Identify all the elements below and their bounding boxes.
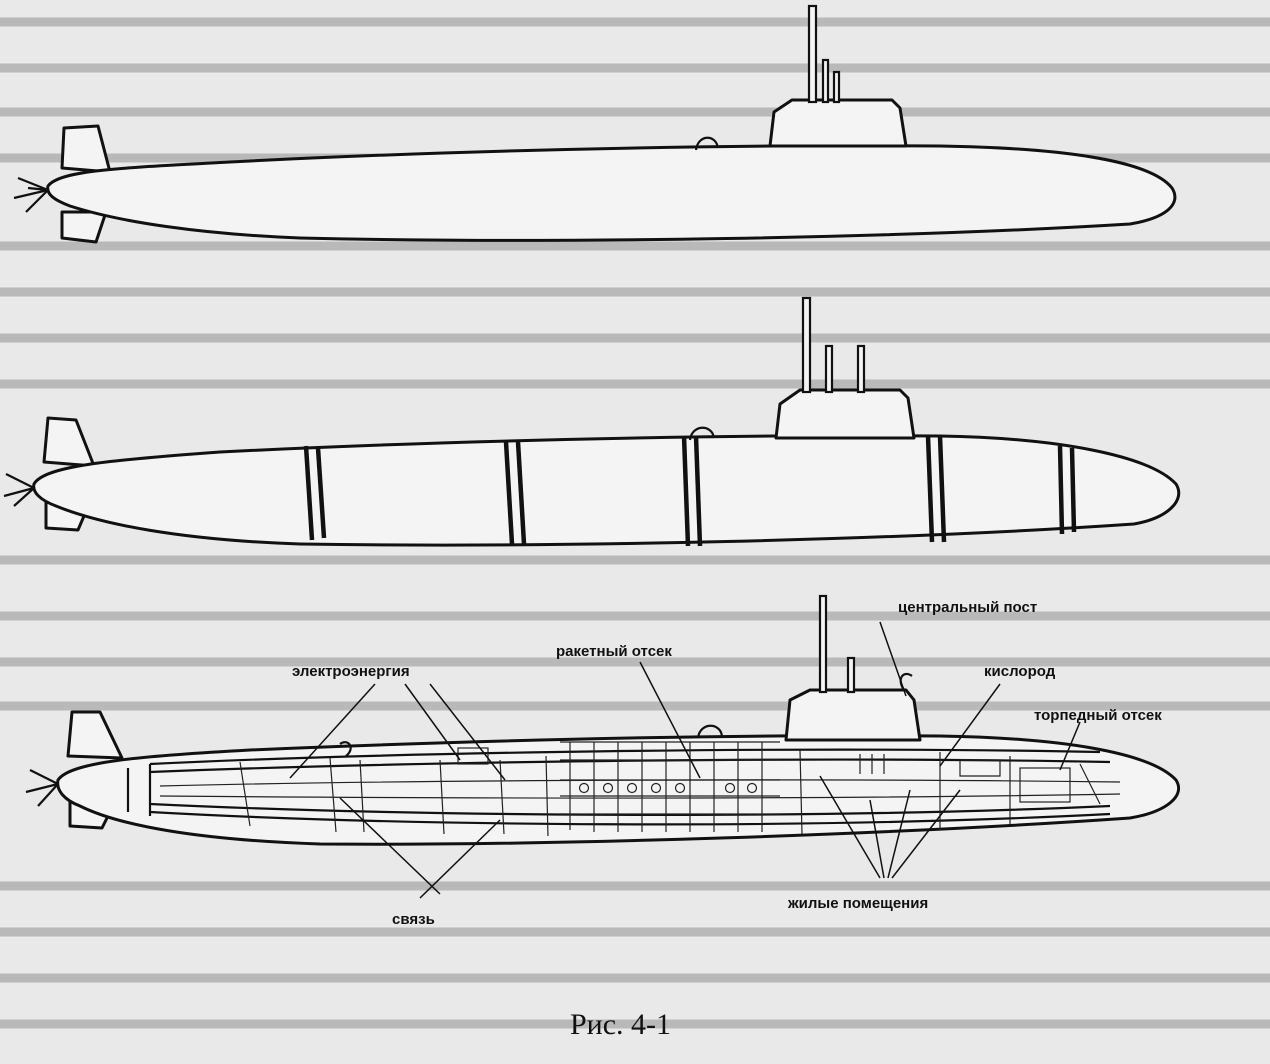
hatch-bump <box>694 136 720 151</box>
figure-caption: Рис. 4-1 <box>570 1008 671 1041</box>
submarine-compartment-view <box>3 296 1181 547</box>
bulkhead-7 <box>925 435 935 543</box>
periscope-mast <box>807 4 818 104</box>
bulkhead-3 <box>503 441 515 545</box>
propeller <box>3 473 35 507</box>
bulkhead-5 <box>681 435 691 547</box>
propeller <box>25 769 59 807</box>
hatch-bump <box>688 426 716 441</box>
upper-rudder <box>42 416 96 468</box>
missile-grid <box>560 741 780 832</box>
labels: центральный пост ракетный отсек электроэ… <box>292 599 1162 928</box>
label-electro-energy: электроэнергия <box>292 663 410 680</box>
upper-rudder <box>60 124 112 174</box>
mast-2 <box>824 344 834 394</box>
submarine-cutaway-view <box>25 594 1180 899</box>
label-missile-compartment: ракетный отсек <box>556 643 672 660</box>
mast-2 <box>821 58 830 104</box>
periscope-mast <box>818 594 828 694</box>
propeller <box>13 176 49 213</box>
mast-3 <box>832 70 841 104</box>
label-torpedo-compartment: торпедный отсек <box>1034 707 1162 724</box>
bulkhead-8 <box>937 435 947 543</box>
bulkhead-9 <box>1057 445 1065 535</box>
bulkhead-10 <box>1069 447 1077 533</box>
leader-lines <box>289 621 1081 899</box>
sail <box>774 388 916 440</box>
hull <box>46 144 1177 242</box>
label-living-quarters: жилые помещения <box>787 895 928 912</box>
label-oxygen: кислород <box>984 663 1056 680</box>
hatch-bump <box>696 724 724 739</box>
lower-rudder <box>60 210 108 244</box>
mast-2 <box>846 656 856 694</box>
label-communication: связь <box>392 911 435 928</box>
periscope-mast <box>801 296 812 394</box>
bulkhead-1 <box>303 445 315 541</box>
label-central-post: центральный пост <box>898 599 1037 616</box>
sail <box>784 688 922 742</box>
bulkhead-2 <box>315 447 327 539</box>
mast-3 <box>856 344 866 394</box>
bulkhead-4 <box>515 441 527 545</box>
bulkhead-6 <box>693 435 703 547</box>
upper-rudder <box>66 710 124 760</box>
hull <box>32 434 1181 547</box>
background-bleed-text <box>0 17 1270 1029</box>
submarine-side-view <box>13 4 1177 244</box>
sail <box>768 98 908 148</box>
